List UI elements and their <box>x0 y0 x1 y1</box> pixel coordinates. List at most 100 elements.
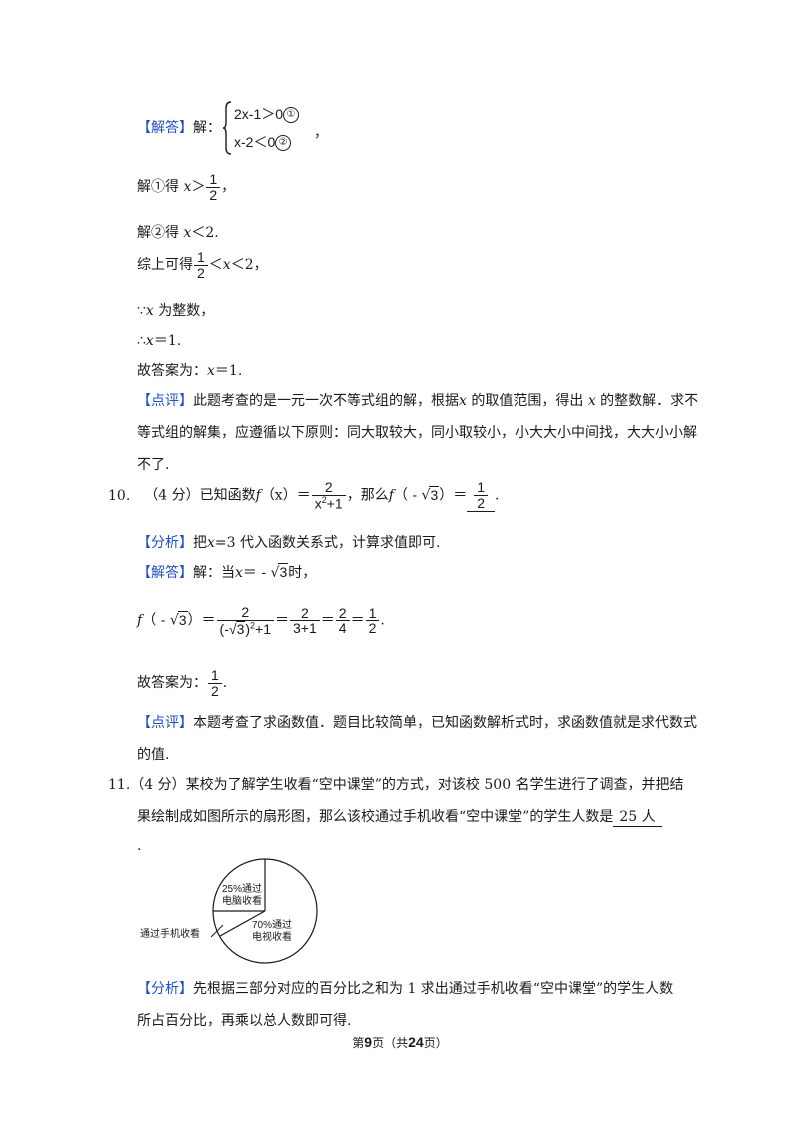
pie-chart <box>212 858 318 964</box>
pie-label-computer: 25%通过 电脑收看 <box>222 884 262 908</box>
sqrt-radicand: 3 <box>429 485 440 503</box>
numerator: 2 <box>241 604 250 620</box>
footer-suffix: 页） <box>423 1036 448 1050</box>
relation: ＜ <box>208 257 223 274</box>
q10-analysis: 【分析】把x=3 代入函数关系式，计算求值即可. <box>137 532 440 552</box>
analysis-text: 先根据三部分对应的百分比之和为 1 求出通过手机收看“空中课堂”的学生人数 <box>193 981 674 997</box>
var-x: x <box>235 565 243 581</box>
q9-comment-line2: 等式组的解集，应遵循以下原则：同大取较大，同小取较小，小大大小中间找，大大小小解 <box>137 425 697 441</box>
pie-label-tv: 70%通过 电视收看 <box>252 920 292 944</box>
sqrt-radicand: 3 <box>278 563 289 580</box>
solution-label: 解： <box>193 120 221 136</box>
step4-rest: 为整数， <box>153 303 215 319</box>
arg-open: （ - <box>393 487 422 504</box>
punct: ， <box>221 179 236 196</box>
var-x: x <box>207 535 215 551</box>
q10-comment-line1: 【点评】本题考查了求函数值．题目比较简单，已知函数解析式时，求函数值就是求代数式 <box>137 712 697 732</box>
comment-text: 的整数解．求不 <box>595 393 699 409</box>
circled-1: ① <box>283 107 300 124</box>
q9-step2: 解②得 x＜2. <box>137 222 219 242</box>
var-x: x <box>587 393 596 409</box>
pie-leader-line <box>210 924 224 938</box>
q10-solution: 【解答】解：当x＝ - √3时， <box>137 563 317 581</box>
exponent: 2 <box>321 494 327 505</box>
q11-analysis-line2: 所占百分比，再乘以总人数即可得. <box>137 1013 352 1029</box>
solution-text: 时， <box>288 565 317 581</box>
sqrt-radicand: 3 <box>177 610 188 628</box>
analysis-text: 把 <box>193 535 207 551</box>
q9-comment-line3: 不了. <box>137 457 170 473</box>
den-x: x <box>314 495 322 512</box>
denominator: 3+1 <box>290 620 320 636</box>
pie-label-computer-line1: 25%通过 <box>222 884 263 895</box>
answer-rest: ＝1. <box>214 363 243 379</box>
pie-divider-phone <box>219 910 266 937</box>
pie-label-phone: 通过手机收看 <box>140 929 200 940</box>
comment-text: 的取值范围，得出 <box>466 393 588 409</box>
step2-prefix: 解②得 <box>137 225 184 241</box>
comment-tag: 【点评】 <box>137 393 193 409</box>
step5-rest: ＝1. <box>153 333 182 349</box>
var-x: x <box>459 393 467 409</box>
func-f: f <box>255 487 261 504</box>
var-x: x <box>183 225 192 241</box>
inequality-2-text: x-2＜0 <box>234 134 276 150</box>
den-rest: +1 <box>326 495 343 512</box>
total-pages: 24 <box>408 1034 424 1050</box>
var-x: x <box>145 303 154 319</box>
func-f: f <box>388 487 394 504</box>
pie-label-tv-line1: 70%通过 <box>252 920 293 931</box>
q10-comment-line2: 的值. <box>137 747 170 763</box>
answer-blank: 25 人 <box>613 806 662 827</box>
punct: . <box>380 612 385 629</box>
var-x: x <box>207 363 215 379</box>
den-part: +1 <box>255 620 272 637</box>
analysis-text: =3 代入函数关系式，计算求值即可. <box>214 535 441 551</box>
solution-tag: 【解答】 <box>137 565 193 581</box>
comment-text: 此题考查的是一元一次不等式组的解，根据 <box>193 393 459 409</box>
pie-label-tv-line2: 电视收看 <box>252 932 292 943</box>
numerator: 2 <box>324 479 333 495</box>
arg-close: ）＝ <box>439 487 468 504</box>
answer-prefix: 故答案为： <box>137 363 207 379</box>
sqrt-radicand: 3 <box>235 620 246 637</box>
q9-answer: 故答案为：x＝1. <box>137 360 242 380</box>
footer-mid: 页（共 <box>372 1036 409 1050</box>
denominator: 4 <box>335 620 350 636</box>
equals: ）＝ <box>187 612 216 629</box>
stem-text: 果绘制成如图所示的扇形图，那么该校通过手机收看“空中课堂”的学生人数是 <box>137 809 614 825</box>
numerator: 1 <box>477 479 486 496</box>
func-f: f <box>137 612 143 629</box>
step1-prefix: 解①得 <box>137 179 184 196</box>
var-x: x <box>222 257 231 274</box>
circled-2: ② <box>275 135 292 152</box>
denominator: 2 <box>206 186 221 203</box>
solution-text: ＝ - <box>242 565 271 581</box>
comment-tag: 【点评】 <box>137 715 193 731</box>
q9-step4: ∵x 为整数， <box>137 300 214 320</box>
stem-arg: （x） <box>260 487 297 504</box>
stem-text: （4 分）已知函数 <box>144 487 256 504</box>
denominator: 2 <box>194 264 208 281</box>
equals: ＝ <box>296 487 311 504</box>
numerator: 1 <box>368 604 377 621</box>
stem-text: （4 分）某校为了解学生收看“空中课堂”的方式，对该校 500 名学生进行了调查… <box>130 777 684 793</box>
because-symbol: ∵ <box>137 303 146 319</box>
pie-label-computer-line2: 电脑收看 <box>222 896 262 907</box>
question-number: 11. <box>108 777 131 793</box>
denominator: 2 <box>365 620 380 636</box>
var-x: x <box>145 333 154 349</box>
